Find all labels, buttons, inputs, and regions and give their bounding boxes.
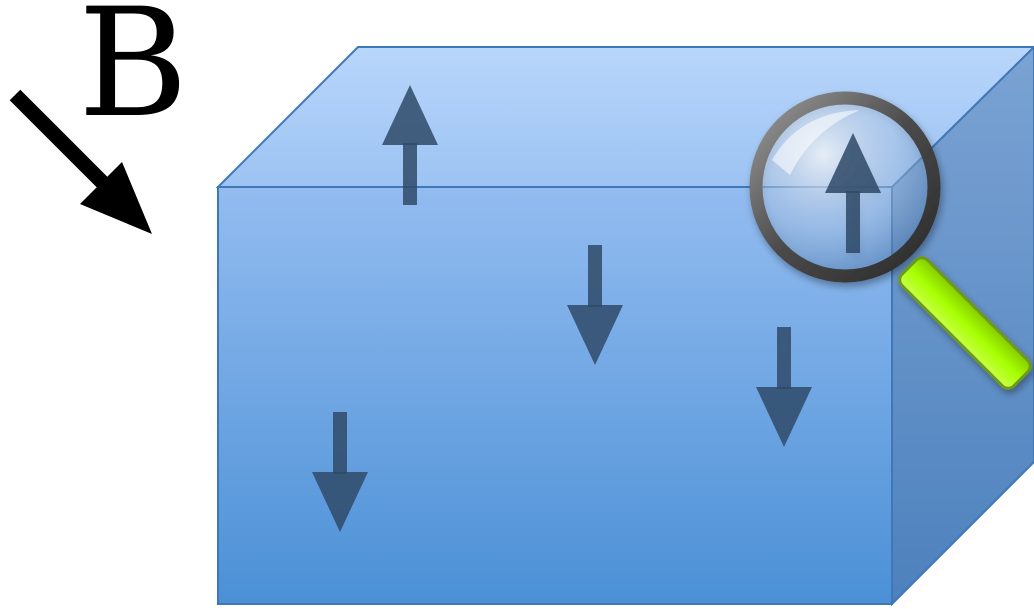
spin-lower-left-head [312, 472, 368, 532]
magnified-spin [825, 133, 881, 253]
spin-lower-left-arrow-icon [312, 412, 368, 532]
lens-glare [772, 110, 860, 175]
spin-magnified-shaft [846, 191, 860, 253]
spin-center-head [567, 305, 623, 365]
spin-center-arrow-icon [567, 245, 623, 365]
spin-right-shaft [777, 327, 791, 389]
field-arrow-icon [9, 89, 152, 234]
spin-arrows [312, 85, 812, 532]
spin-center-shaft [588, 245, 602, 307]
field-label-b: B [78, 0, 188, 151]
magnifier-rim [749, 91, 941, 283]
magnifier-handle [898, 256, 1032, 390]
spin-top-face-shaft [403, 143, 417, 205]
spin-top-face-head [382, 85, 438, 145]
spin-top-face-arrow-icon [382, 85, 438, 205]
spin-right-arrow-icon [756, 327, 812, 447]
spin-magnified-head [825, 133, 881, 193]
spin-right-head [756, 387, 812, 447]
spin-magnified-arrow-icon [825, 133, 881, 253]
magnifying-glass-icon [749, 91, 1032, 390]
spin-lower-left-shaft [333, 412, 347, 474]
